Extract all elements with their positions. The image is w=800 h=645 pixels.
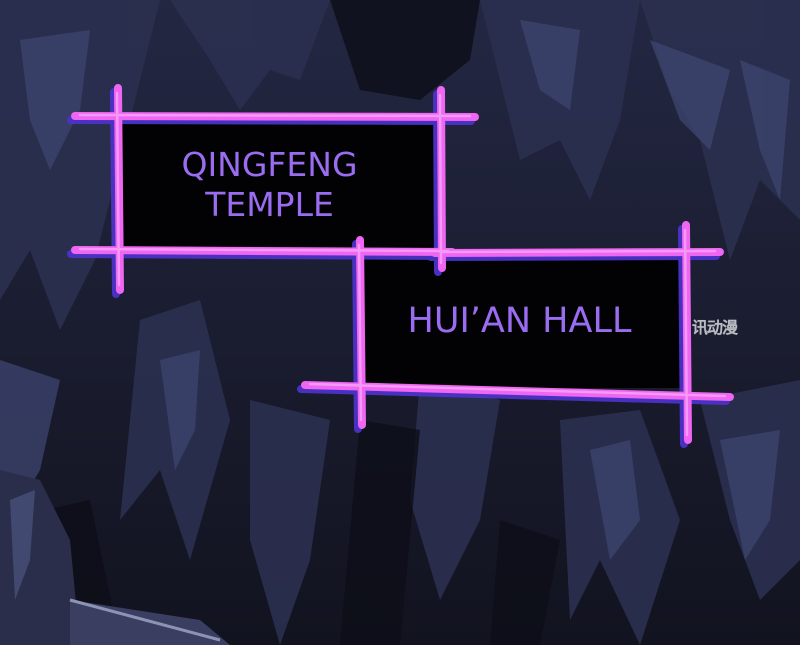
caption-line: TEMPLE [205, 185, 334, 224]
caption-box-huian-hall: HUI’AN HALL [363, 253, 688, 388]
watermark-logo: 讯动漫 [692, 318, 738, 337]
caption-box-qingfeng-temple: QINGFENG TEMPLE [118, 115, 443, 255]
caption-line: QINGFENG [181, 145, 358, 184]
caption-qingfeng-temple: QINGFENG TEMPLE [170, 145, 370, 225]
caption-huian-hall: HUI’AN HALL [407, 300, 632, 341]
